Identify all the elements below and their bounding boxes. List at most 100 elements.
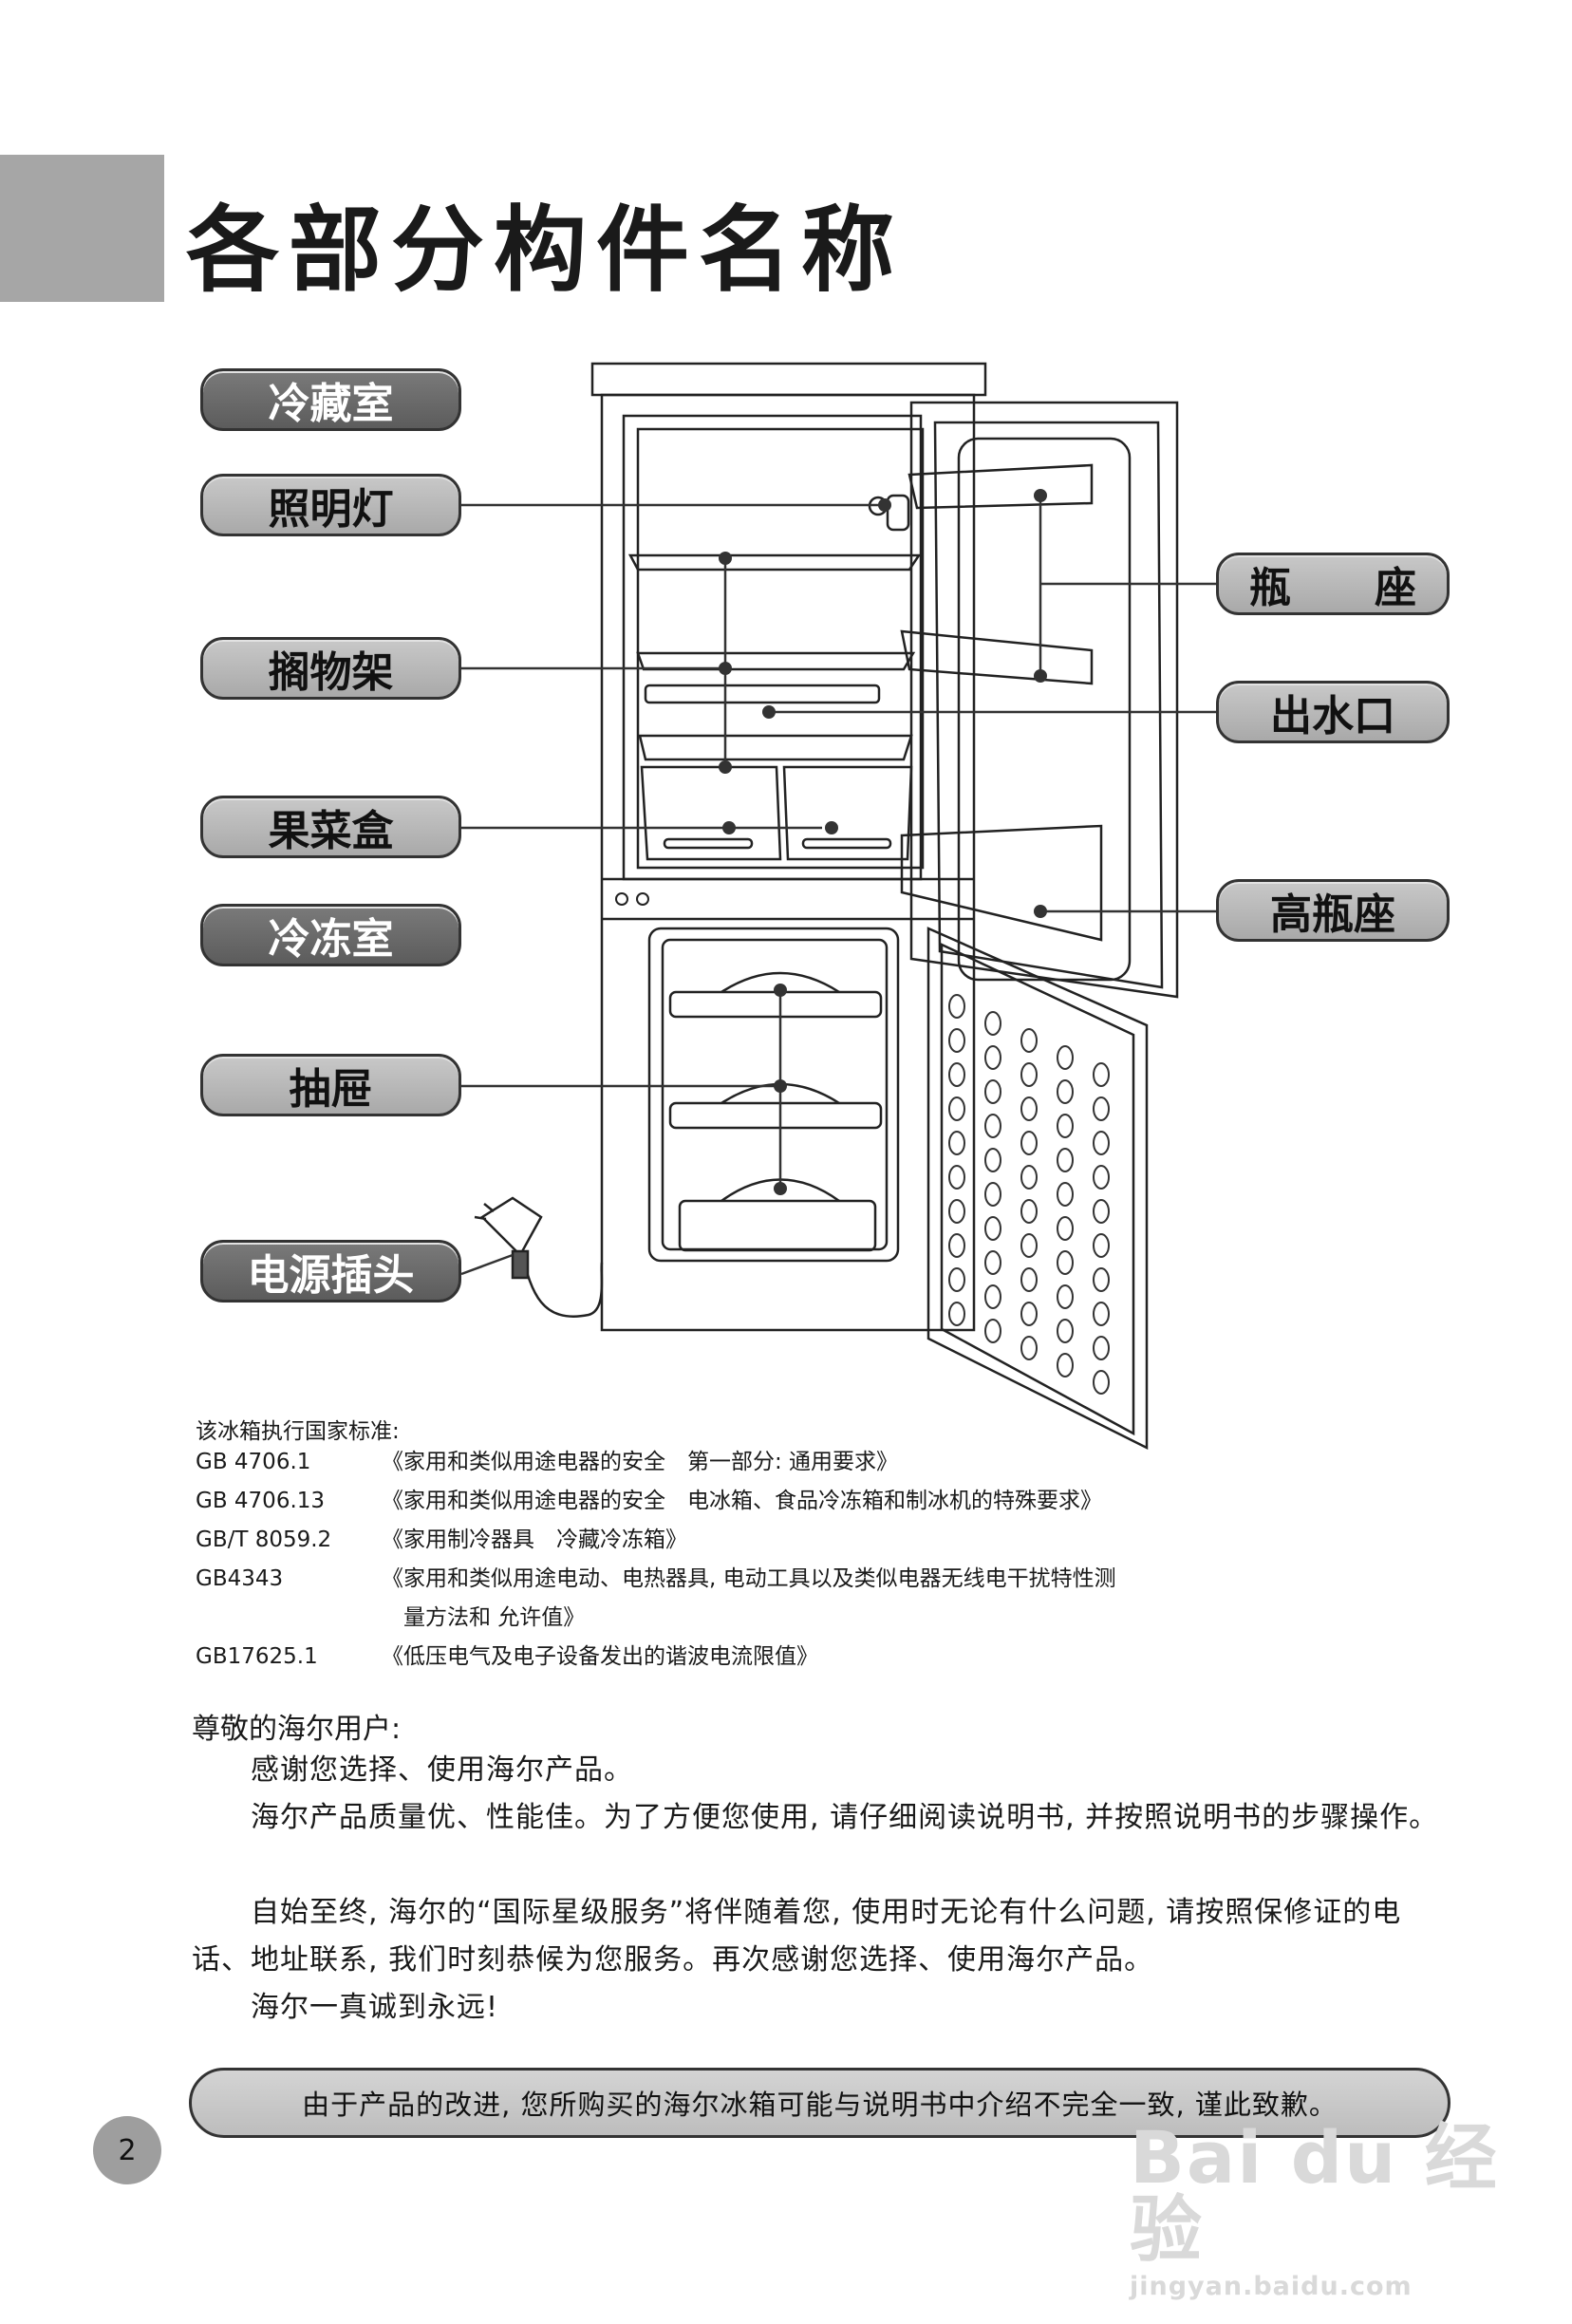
label-bottle-rack: 瓶 座 [1216,553,1450,615]
door-dimple [1093,1165,1110,1190]
standard-title: 《低压电气及电子设备发出的谐波电流限值》 [382,1644,818,1669]
door-dimple [1020,1233,1038,1258]
freezer-door [926,927,1149,1451]
letter-paragraph: 海尔一真诚到永远! [251,1991,499,2024]
label-tall-bottle-rack: 高瓶座 [1216,879,1450,942]
page-title: 各部分构件名称 [186,197,905,305]
label-power-plug: 电源插头 [200,1240,461,1303]
door-dimple [1093,1267,1110,1292]
door-dimple [1093,1302,1110,1326]
standard-code: GB 4706.13 [196,1489,326,1513]
door-dimple [948,994,965,1019]
door-dimple [1020,1028,1038,1053]
standard-title: 《家用和类似用途电器的安全 第一部分: 通用要求》 [382,1450,899,1474]
door-dimple [1020,1199,1038,1224]
door-dimple [1020,1062,1038,1087]
door-dimple [948,1096,965,1121]
door-dimple [948,1233,965,1258]
freezer-door-dimples [948,994,1110,1395]
label-shelf: 搁物架 [200,637,461,700]
door-dimple [948,1131,965,1155]
standard-code: GB/T 8059.2 [196,1527,332,1552]
shelf [627,553,922,572]
standard-title: 《家用制冷器具 冷藏冷冻箱》 [382,1527,687,1552]
label-drawer: 抽屉 [200,1054,461,1116]
standard-title: 《家用和类似用途电器的安全 电冰箱、食品冷冻箱和制冰机的特殊要求》 [382,1489,1102,1513]
door-dimple [984,1114,1001,1138]
door-dimple [1057,1079,1074,1104]
door-dimple [1057,1250,1074,1275]
door-dimple [948,1302,965,1326]
standards-heading: 该冰箱执行国家标准: [196,1419,400,1444]
door-dimple [1093,1096,1110,1121]
power-plug-icon [474,1196,604,1318]
leader-dots [719,489,1047,1195]
door-dimple [1057,1319,1074,1343]
letter-paragraph: 感谢您选择、使用海尔产品。 [251,1753,633,1787]
door-dimple [1057,1284,1074,1309]
standard-code: GB4343 [196,1566,284,1591]
fridge-interior [622,414,923,881]
door-dimple [1093,1131,1110,1155]
letter-greeting: 尊敬的海尔用户: [192,1713,402,1746]
door-dimple [1020,1267,1038,1292]
section-tab-marker [0,155,164,302]
door-dimple [1057,1182,1074,1207]
door-dimple [984,1045,1001,1070]
watermark-logo: Bai du 经验 [1130,2115,1499,2272]
door-dimple [1020,1165,1038,1190]
page-number: 2 [93,2116,161,2184]
letter-paragraph: 自始至终, 海尔的“国际星级服务”将伴随着您, 使用时无论有什么问题, 请按照保… [192,1896,1402,1977]
freezer-drawers [668,971,883,1252]
door-dimple [1020,1096,1038,1121]
fridge-shelves [627,553,922,761]
fridge-door [900,401,1179,999]
door-dimple [984,1284,1001,1309]
door-dimple [1057,1353,1074,1378]
watermark-url: jingyan.baidu.com [1130,2272,1413,2301]
label-water-outlet: 出水口 [1216,681,1450,743]
door-dimple [1057,1216,1074,1241]
letter-paragraph: 海尔产品质量优、性能佳。为了方便您使用, 请仔细阅读说明书, 并按照说明书的步骤… [251,1801,1439,1834]
door-dimple [1093,1062,1110,1087]
standard-code: GB 4706.1 [196,1450,311,1474]
door-dimple [1020,1302,1038,1326]
label-crisper: 果菜盒 [200,796,461,858]
fridge-inner-liner [636,427,925,870]
door-dimple [1093,1336,1110,1360]
standard-title: 《家用和类似用途电动、电热器具, 电动工具以及类似电器无线电干扰特性测 [382,1566,1116,1591]
door-dimple [984,1182,1001,1207]
door-dimple [984,1011,1001,1036]
baidu-watermark: Bai du 经验 jingyan.baidu.com [1130,2115,1572,2302]
door-dimple [984,1079,1001,1104]
door-dimple [984,1148,1001,1172]
standard-code: GB17625.1 [196,1644,318,1669]
cabinet [600,393,976,1332]
label-refrigerator-compartment: 冷藏室 [200,368,461,431]
crisper-boxes [640,765,913,861]
door-dimple [1093,1199,1110,1224]
door-dimple [1057,1045,1074,1070]
door-dimple [948,1199,965,1224]
door-dimple [984,1250,1001,1275]
shelf [636,651,916,671]
knob-icon [636,892,649,906]
door-dimple [1093,1370,1110,1395]
door-dimple [948,1267,965,1292]
freezer-interior [647,927,900,1263]
door-dimple [1057,1114,1074,1138]
standard-title: 量方法和 允许值》 [382,1605,586,1630]
leader-lines [460,496,1216,1276]
notice-banner: 由于产品的改进, 您所购买的海尔冰箱可能与说明书中介绍不完全一致, 谨此致歉。 [189,2068,1450,2138]
door-dimple [1020,1131,1038,1155]
door-dimple [1057,1148,1074,1172]
label-freezer-compartment: 冷冻室 [200,904,461,966]
knob-icon [615,892,628,906]
door-dimple [948,1165,965,1190]
door-dimple [984,1216,1001,1241]
door-dimple [948,1062,965,1087]
top-cap [590,362,987,397]
door-dimple [984,1319,1001,1343]
door-dimple [948,1028,965,1053]
